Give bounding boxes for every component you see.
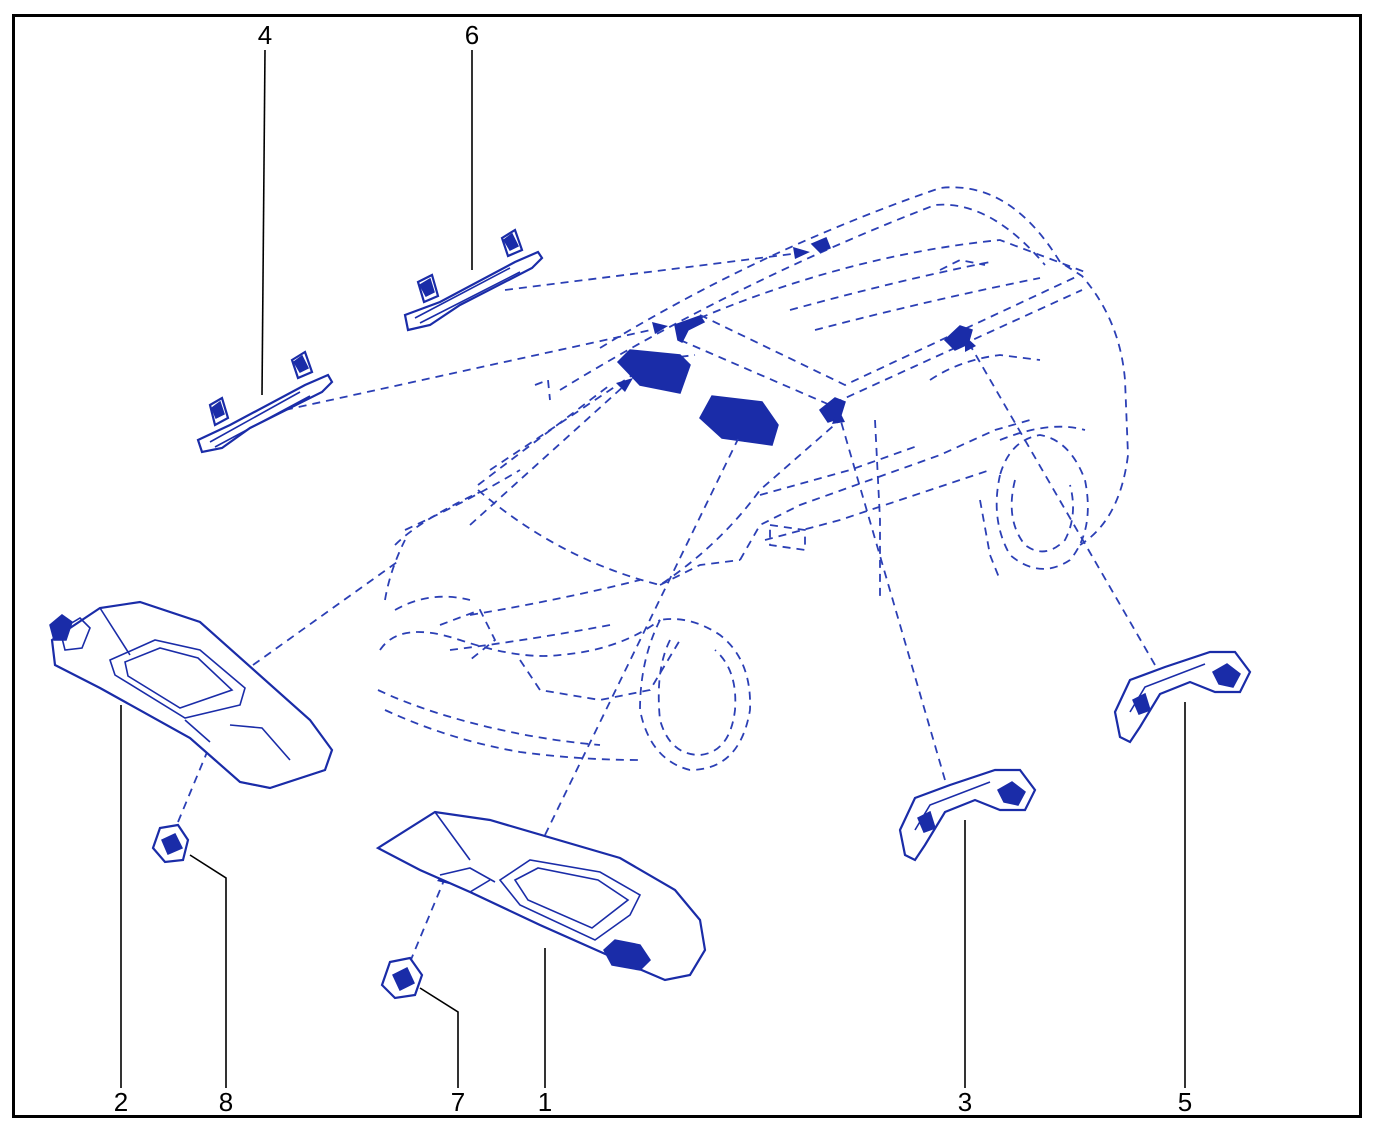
callout-6: 6 (465, 20, 479, 50)
grab-handle-4-part (196, 350, 334, 454)
mounted-handle-rear-icon (810, 237, 831, 253)
mounted-sunvisor-left-icon (616, 349, 691, 394)
leader-lines (120, 49, 1186, 1088)
mounted-parts (616, 237, 973, 446)
grab-handle-6-part (403, 228, 544, 332)
callout-7: 7 (451, 1087, 465, 1117)
callout-labels: 4 6 2 8 7 1 3 5 (114, 20, 1192, 1117)
diagram-frame (12, 14, 1362, 1118)
grab-handle-3-part (898, 768, 1037, 862)
sunvisor-right-part (375, 810, 707, 982)
sunvisor-left-part (49, 600, 334, 790)
mounted-sunvisor-right-icon (699, 395, 779, 446)
visor-clip-7-part (380, 956, 424, 1000)
callout-4: 4 (258, 20, 272, 50)
callout-5: 5 (1178, 1087, 1192, 1117)
callout-8: 8 (219, 1087, 233, 1117)
callout-1: 1 (538, 1087, 552, 1117)
visor-clip-8-part (151, 823, 190, 864)
mounted-handle-front-icon (674, 315, 706, 344)
callout-3: 3 (958, 1087, 972, 1117)
callout-2: 2 (114, 1087, 128, 1117)
grab-handle-5-part (1113, 650, 1252, 744)
